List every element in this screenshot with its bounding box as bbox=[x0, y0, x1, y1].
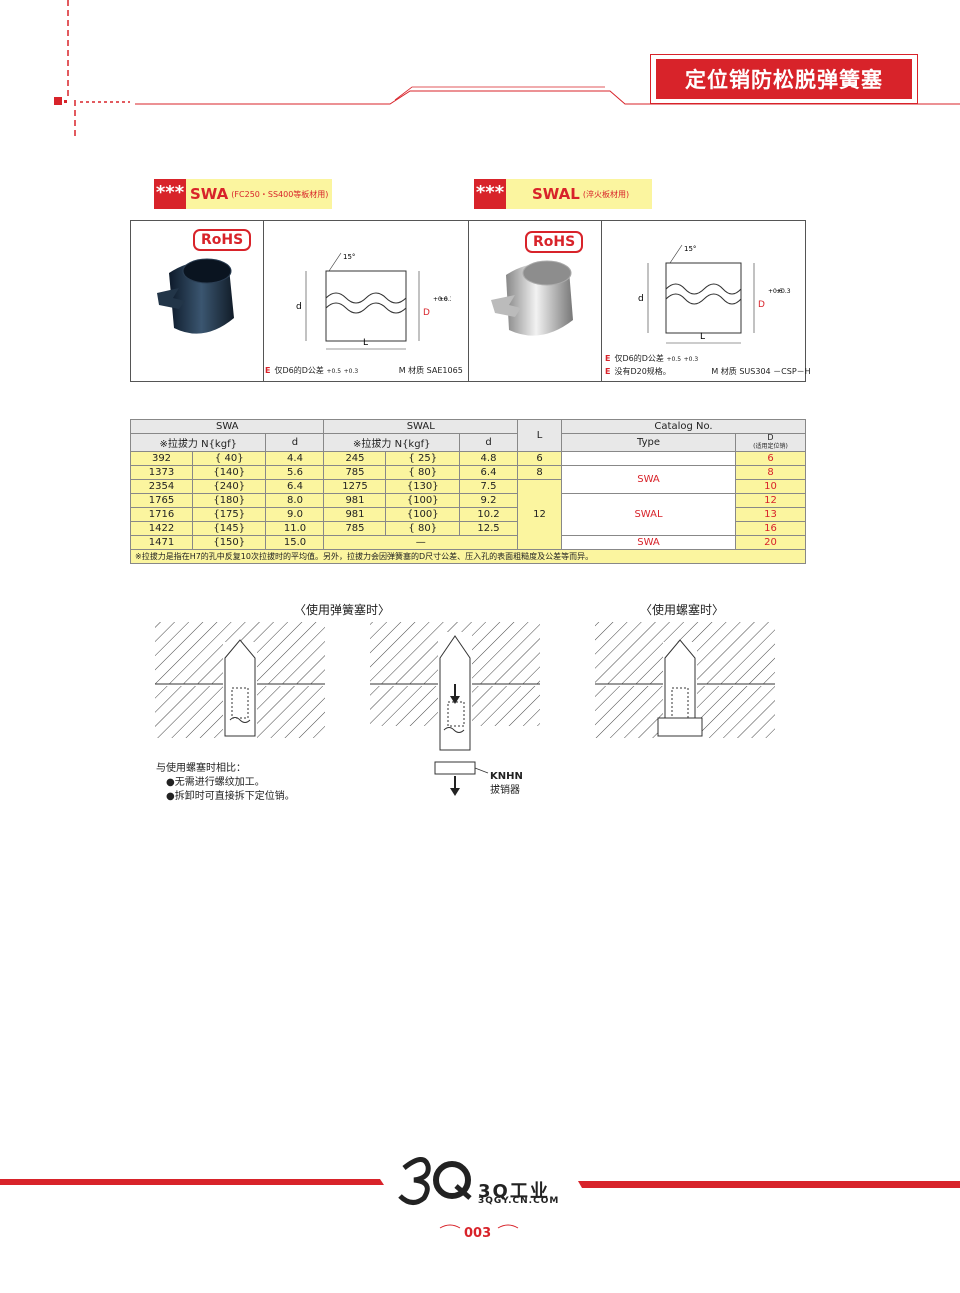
th-catalog: Catalog No. bbox=[561, 419, 806, 434]
th-force: ※拉拔力 N{kgf} bbox=[323, 433, 460, 452]
table-row: 1422{145}11.0 785{ 80}12.5 16 bbox=[130, 521, 806, 536]
th-force: ※拉拔力 N{kgf} bbox=[129, 433, 267, 452]
spec-e-text: 仅D6的D公差 bbox=[614, 354, 664, 363]
product-note: (FC250・SS400等板材用) bbox=[231, 189, 329, 199]
th-type: Type bbox=[561, 433, 736, 452]
table-row: 2354{240}6.4 1275{130}7.5 12 10 bbox=[130, 479, 806, 550]
tool-name: 拔销器 bbox=[490, 785, 520, 796]
spec-tol-lower: +0.3 bbox=[683, 356, 699, 363]
type-swa: SWA bbox=[561, 535, 736, 550]
dim-L-label: L bbox=[700, 332, 705, 342]
usage-diagram bbox=[155, 622, 775, 796]
angle-label: 15° bbox=[684, 245, 696, 253]
th-L: L bbox=[517, 419, 562, 452]
type-swa: SWA bbox=[561, 465, 736, 494]
th-swal: SWAL bbox=[323, 419, 518, 434]
product-name: SWAL bbox=[532, 185, 580, 203]
spec-material: M 材质 SAE1065 bbox=[398, 366, 463, 375]
table-row: 1471{150}15.0 — SWA 20 bbox=[130, 535, 806, 550]
table-row: 1765{180}8.0 981{100}9.2 SWAL 12 bbox=[130, 493, 806, 536]
caption-screw: 〈使用螺塞时〉 bbox=[640, 603, 725, 617]
product-name: SWA bbox=[190, 185, 229, 203]
swa-heading: *** SWA (FC250・SS400等板材用) bbox=[154, 179, 332, 209]
table-row: 392{ 40}4.4 245{ 25}4.8 6 6 bbox=[130, 451, 806, 466]
brand-url: 3QGY.CN.COM bbox=[478, 1196, 560, 1206]
screw-plug-diagram bbox=[595, 622, 775, 738]
tol-lower: +0.3 bbox=[439, 296, 451, 303]
dim-d-label: d bbox=[638, 294, 644, 304]
spec-e-mark: E bbox=[605, 354, 611, 363]
rohs-badge: RoHS bbox=[193, 229, 252, 251]
table-note: ※拉拔力是指在H7的孔中反复10次拉拔时的平均值。另外，拉拔力会因弹簧塞的D尺寸… bbox=[130, 549, 806, 564]
spec-e-text: 仅D6的D公差 bbox=[274, 366, 324, 375]
angle-label: 15° bbox=[343, 253, 355, 261]
dim-L-label: L bbox=[363, 338, 368, 348]
compare-item: ●无需进行螺纹加工。 bbox=[166, 777, 265, 788]
spec-material: M 材质 SUS304 －CSP－H bbox=[711, 367, 811, 376]
spring-plunger-diagram bbox=[155, 622, 325, 738]
spec-table: SWA SWAL L Catalog No. ※拉拔力 N{kgf} d ※拉拔… bbox=[129, 419, 806, 564]
swal-product-photo bbox=[491, 260, 573, 336]
swa-dimension-drawing: 15° d D +0.6 +0.3 L bbox=[296, 252, 451, 350]
spec-tol-upper: +0.5 bbox=[326, 368, 342, 375]
caption-spring: 〈使用弹簧塞时〉 bbox=[294, 603, 391, 617]
swal-heading: *** SWAL (淬火板材用) bbox=[474, 179, 652, 209]
th-d: d bbox=[265, 433, 325, 452]
th-d: d bbox=[459, 433, 518, 452]
page-number: 003 bbox=[464, 1226, 492, 1241]
tol-lower: +0.3 bbox=[776, 288, 791, 295]
tol-upper: +0.6 bbox=[433, 296, 448, 303]
spec-e-mark: E bbox=[605, 367, 611, 376]
page-title: 定位销防松脱弹簧塞 bbox=[656, 59, 912, 99]
swa-product-photo bbox=[157, 258, 234, 334]
dim-d-label: d bbox=[296, 302, 302, 312]
rohs-badge: RoHS bbox=[525, 231, 584, 253]
dim-D-label: D bbox=[758, 300, 765, 310]
spec-e2-text: 没有D20规格。 bbox=[614, 367, 671, 376]
title-frame bbox=[650, 54, 918, 104]
brand-name: 3Q工业 bbox=[478, 1181, 550, 1202]
spec-e-mark: E bbox=[265, 366, 271, 375]
spec-tol-lower: +0.3 bbox=[343, 368, 359, 375]
3q-logo-icon bbox=[398, 1157, 472, 1205]
th-swa: SWA bbox=[129, 419, 325, 434]
compare-title: 与使用螺塞时相比： bbox=[156, 763, 246, 774]
th-D: D (适用定位销) bbox=[735, 433, 806, 452]
footer-decoration bbox=[0, 1179, 960, 1229]
tool-code: KNHN bbox=[490, 771, 523, 782]
swal-dimension-drawing: 15° d D +0.6 +0.3 L bbox=[638, 244, 791, 344]
removal-diagram bbox=[370, 622, 540, 796]
tol-upper: +0.6 bbox=[768, 288, 783, 295]
type-swal: SWAL bbox=[561, 493, 736, 536]
dim-D-label: D bbox=[423, 308, 430, 318]
star-rating: *** bbox=[474, 179, 506, 209]
table-row: 1373{140}5.6 785{ 80}6.4 8 SWA 8 bbox=[130, 465, 806, 494]
product-note: (淬火板材用) bbox=[582, 189, 630, 199]
table-row: 1716{175}9.0 981{100}10.2 13 bbox=[130, 507, 806, 522]
compare-item: ●拆卸时可直接拆下定位销。 bbox=[166, 791, 295, 802]
star-rating: *** bbox=[154, 179, 186, 209]
header-decoration bbox=[54, 0, 960, 140]
spec-tol-upper: +0.5 bbox=[666, 356, 682, 363]
